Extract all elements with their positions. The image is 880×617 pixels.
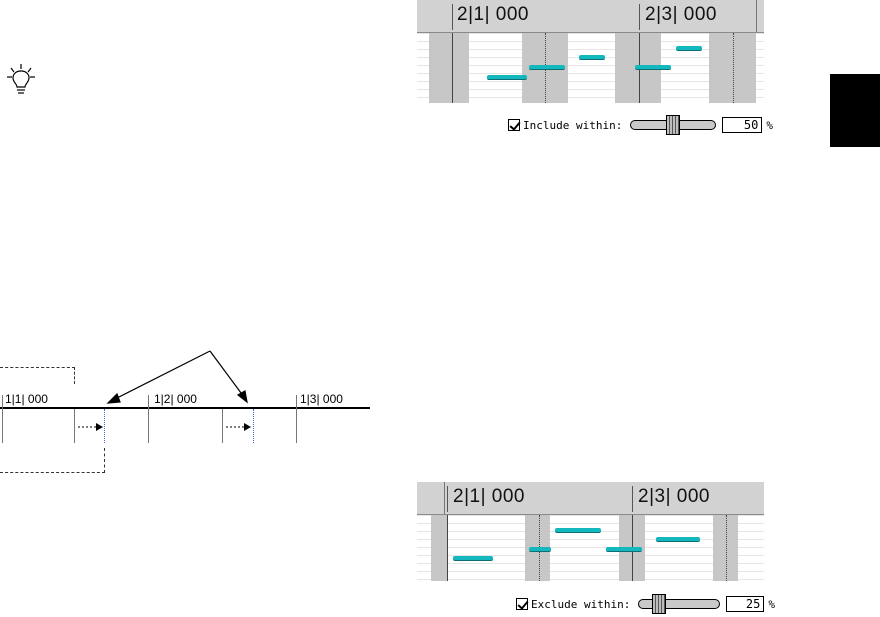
midi-note[interactable] xyxy=(579,55,605,60)
slider-thumb[interactable] xyxy=(652,594,667,614)
quantize-timeline-diagram: 1|1| 000 1|2| 000 1|3| 000 xyxy=(0,345,375,475)
ruler-label-bar-3: 2|3| 000 xyxy=(638,486,710,507)
midi-note[interactable] xyxy=(487,75,527,80)
timeline-ruler: 2|1| 000 2|3| 000 xyxy=(417,482,764,515)
include-within-checkbox[interactable] xyxy=(508,119,520,131)
chapter-tab xyxy=(830,74,880,147)
percent-unit: % xyxy=(766,118,773,132)
exclude-within-label: Exclude within: xyxy=(531,597,631,611)
midi-note[interactable] xyxy=(676,46,702,51)
include-within-control: Include within: 50 % xyxy=(508,115,773,135)
midi-note[interactable] xyxy=(555,528,601,533)
exclude-within-control: Exclude within: 25 % xyxy=(516,594,775,614)
percent-unit: % xyxy=(768,597,775,611)
timeline-label-3: 1|3| 000 xyxy=(300,392,343,406)
ruler-label-bar-1: 2|1| 000 xyxy=(453,486,525,507)
ruler-label-bar-1: 2|1| 000 xyxy=(457,4,529,25)
midi-note[interactable] xyxy=(529,547,551,552)
slider-thumb[interactable] xyxy=(666,115,681,135)
include-within-value-field[interactable]: 50 xyxy=(722,117,763,133)
include-within-slider[interactable] xyxy=(630,115,717,135)
ruler-label-bar-3: 2|3| 000 xyxy=(645,4,717,25)
exclude-within-value-field[interactable]: 25 xyxy=(726,596,765,612)
piano-roll-include: 2|1| 000 2|3| 000 xyxy=(417,0,764,103)
shift-arrows xyxy=(78,423,251,431)
note-grid xyxy=(417,515,764,581)
midi-note[interactable] xyxy=(453,556,493,561)
timeline-label-1: 1|1| 000 xyxy=(5,392,48,406)
exclude-within-checkbox[interactable] xyxy=(516,598,528,610)
midi-note[interactable] xyxy=(635,65,671,70)
note-grid xyxy=(417,33,764,103)
timeline-label-2: 1|2| 000 xyxy=(154,392,197,406)
midi-note[interactable] xyxy=(529,65,565,70)
midi-note[interactable] xyxy=(606,547,642,552)
midi-note[interactable] xyxy=(656,537,700,542)
lightbulb-icon xyxy=(4,62,38,98)
exclude-within-slider[interactable] xyxy=(638,594,721,614)
include-within-label: Include within: xyxy=(523,118,623,132)
piano-roll-exclude: 2|1| 000 2|3| 000 xyxy=(417,482,764,581)
timeline-ruler: 2|1| 000 2|3| 000 xyxy=(417,0,764,33)
